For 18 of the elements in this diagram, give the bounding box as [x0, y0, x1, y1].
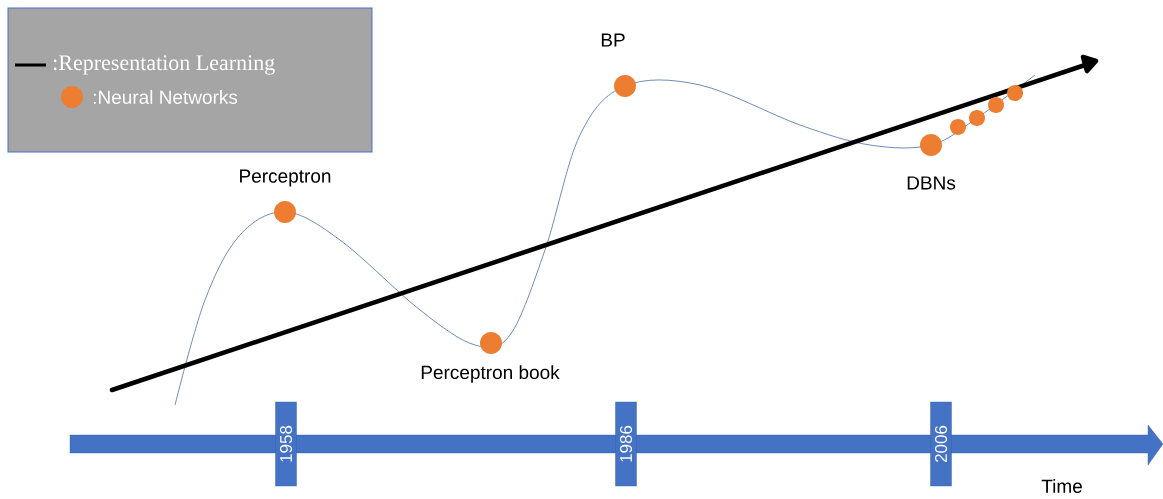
milestone-dot — [920, 134, 942, 156]
legend-text: :Representation Learning — [53, 55, 275, 75]
legend-text: :Neural Networks — [93, 90, 238, 104]
milestone-label: BP — [601, 33, 625, 47]
milestone-dot — [274, 201, 296, 223]
year-box: 1986 — [615, 401, 637, 487]
year-box: 2006 — [930, 401, 952, 487]
milestone-dot — [480, 332, 502, 354]
axis-label: Time — [1041, 479, 1082, 493]
milestone-label: DBNs — [907, 176, 956, 190]
milestone-label: Perceptron — [240, 169, 331, 187]
milestone-dot — [969, 110, 985, 126]
milestone-label: Perceptron book — [421, 365, 560, 383]
milestone-dot — [988, 97, 1004, 113]
milestone-dot — [1007, 85, 1023, 101]
milestone-dot — [614, 75, 636, 97]
year-box: 1958 — [275, 401, 297, 487]
milestone-dot — [950, 119, 966, 135]
